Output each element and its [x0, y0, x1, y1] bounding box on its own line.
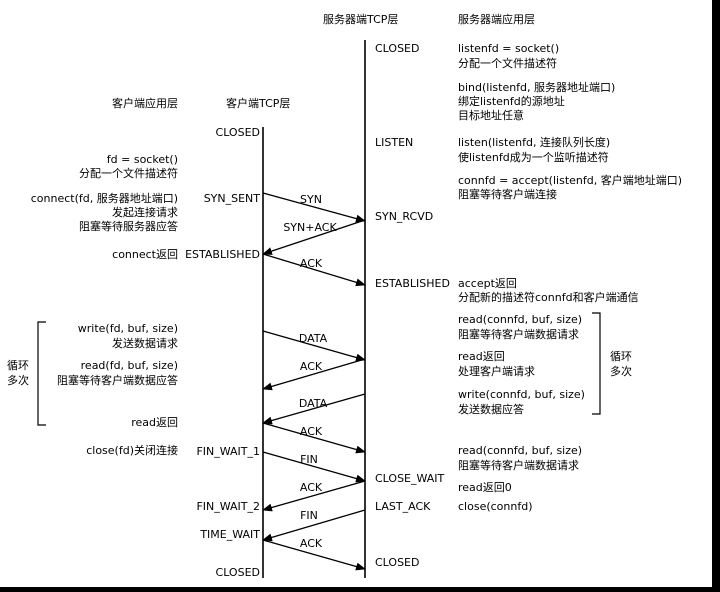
arrow-fin-2 [262, 509, 366, 542]
client-call-read: read(fd, buf, size) [80, 359, 178, 372]
server-call-socket: listenfd = socket() [458, 42, 560, 55]
server-loop-label-2: 多次 [610, 365, 632, 378]
client-call-socket: fd = socket() [106, 153, 178, 166]
msg-label-syn-ack: SYN+ACK [283, 221, 337, 234]
client-state-fin-wait-1: FIN_WAIT_1 [196, 445, 260, 458]
header-server-tcp: 服务器端TCP层 [323, 13, 399, 26]
arrow-data-1 [262, 330, 366, 362]
header-client-app: 客户端应用层 [112, 97, 178, 110]
client-call-read-note: 阻塞等待客户端数据应答 [57, 374, 178, 387]
server-call-read-return: read返回 [458, 350, 505, 363]
client-state-closed-bottom: CLOSED [215, 566, 260, 579]
server-call-read-note: 阻塞等待客户端数据请求 [458, 328, 579, 341]
server-call-bind: bind(listenfd, 服务器地址端口) [458, 81, 616, 94]
server-call-bind-note-1: 绑定listenfd的源地址 [458, 95, 565, 108]
arrow-ack-1 [262, 253, 366, 287]
server-state-close-wait: CLOSE_WAIT [375, 472, 445, 485]
server-state-established: ESTABLISHED [375, 277, 450, 290]
server-call-accept: connfd = accept(listenfd, 客户端地址端口) [458, 174, 683, 187]
msg-label-ack-5: ACK [299, 537, 323, 550]
client-state-established: ESTABLISHED [185, 248, 260, 261]
client-call-read-return: read返回 [131, 416, 178, 429]
msg-label-data-1: DATA [298, 332, 328, 345]
server-loop-bracket [592, 312, 601, 415]
server-call-accept-note: 阻塞等待客户端连接 [458, 188, 557, 201]
server-loop-label-1: 循环 [610, 350, 632, 363]
client-state-syn-sent: SYN_SENT [203, 192, 260, 205]
server-call-read-return-0: read返回0 [458, 481, 512, 494]
msg-label-syn: SYN [300, 193, 322, 206]
msg-label-ack-2: ACK [299, 360, 323, 373]
client-state-fin-wait-2: FIN_WAIT_2 [196, 500, 260, 513]
server-state-closed-bottom: CLOSED [375, 556, 420, 569]
client-loop-label-1: 循环 [7, 359, 29, 372]
server-call-accept-return-note: 分配新的描述符connfd和客户端通信 [458, 291, 639, 304]
arrow-ack-5 [262, 539, 366, 571]
client-call-connect-return: connect返回 [112, 248, 178, 261]
server-call-bind-note-2: 目标地址任意 [458, 109, 524, 122]
client-loop-label-2: 多次 [7, 374, 29, 387]
header-server-app: 服务器端应用层 [458, 13, 535, 26]
arrow-ack-2 [262, 358, 366, 391]
msg-label-ack-4: ACK [299, 481, 323, 494]
server-call-accept-return: accept返回 [458, 277, 517, 290]
server-state-closed-top: CLOSED [375, 42, 420, 55]
client-call-connect-note-1: 发起连接请求 [112, 206, 178, 219]
server-state-last-ack: LAST_ACK [375, 500, 431, 513]
client-call-connect-note-2: 阻塞等待服务器应答 [79, 220, 178, 233]
client-call-connect: connect(fd, 服务器地址端口) [30, 192, 178, 205]
client-call-socket-note: 分配一个文件描述符 [79, 167, 178, 180]
arrow-syn-ack [262, 219, 366, 255]
client-call-write: write(fd, buf, size) [77, 322, 178, 335]
msg-label-fin-2: FIN [300, 509, 318, 522]
server-call-read-2-note: 阻塞等待客户端数据请求 [458, 459, 579, 472]
server-state-syn-rcvd: SYN_RCVD [375, 210, 434, 223]
client-call-write-note: 发送数据请求 [112, 337, 178, 350]
server-call-read-return-note: 处理客户端请求 [458, 365, 535, 378]
msg-label-ack-1: ACK [299, 257, 323, 270]
arrow-data-2 [262, 393, 366, 425]
server-call-write-note: 发送数据应答 [458, 403, 524, 416]
server-call-read-2: read(connfd, buf, size) [458, 444, 583, 457]
arrow-ack-3 [262, 422, 366, 454]
server-call-read: read(connfd, buf, size) [458, 313, 583, 326]
server-state-listen: LISTEN [375, 136, 414, 149]
server-call-socket-note: 分配一个文件描述符 [458, 57, 557, 70]
arrow-syn [262, 192, 366, 223]
arrow-ack-4 [262, 480, 366, 512]
client-state-closed-top: CLOSED [215, 126, 260, 139]
server-call-close: close(connfd) [458, 500, 533, 513]
msg-label-data-2: DATA [298, 397, 328, 410]
client-loop-bracket [37, 321, 46, 426]
server-call-write: write(connfd, buf, size) [458, 388, 585, 401]
client-call-close: close(fd)关闭连接 [86, 444, 178, 457]
msg-label-ack-3: ACK [299, 425, 323, 438]
arrow-fin-1 [262, 451, 366, 483]
header-client-tcp: 客户端TCP层 [226, 97, 291, 110]
msg-label-fin-1: FIN [300, 453, 318, 466]
client-state-time-wait: TIME_WAIT [200, 528, 260, 541]
server-call-listen: listen(listenfd, 连接队列长度) [458, 136, 611, 149]
server-call-listen-note: 使listenfd成为一个监听描述符 [458, 151, 609, 164]
